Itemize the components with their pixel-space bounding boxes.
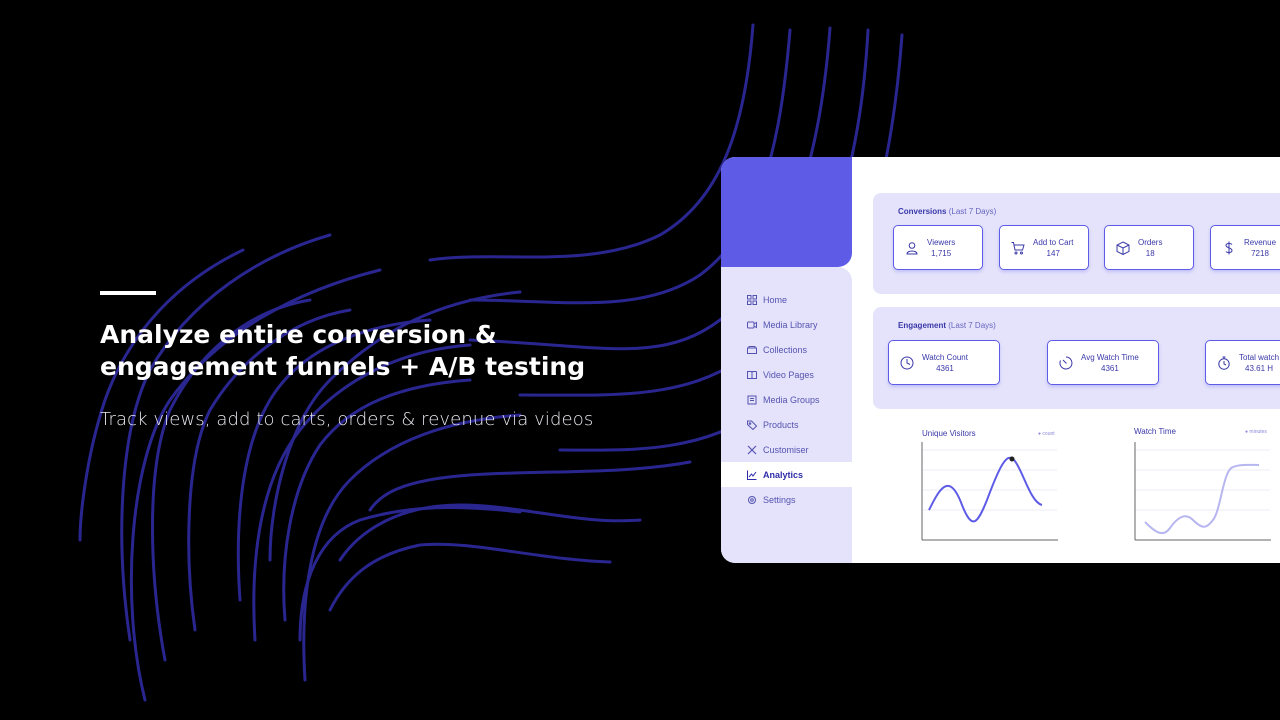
hero-headline-line1: Analyze entire conversion & (100, 320, 497, 349)
card-value: 4361 (936, 363, 954, 373)
sidebar-item-analytics[interactable]: Analytics (721, 462, 852, 487)
card-value: 1,715 (931, 248, 952, 258)
card-value: 18 (1145, 248, 1155, 258)
watch-time-legend: ● minutes (1245, 429, 1267, 435)
sidebar-item-customiser[interactable]: Customiser (721, 437, 852, 462)
app-mockup-window: Home Media Library Collections Video Pag… (721, 157, 1280, 563)
sidebar-item-collections[interactable]: Collections (721, 337, 852, 362)
folder-icon (747, 345, 757, 355)
tools-icon (747, 445, 757, 455)
sidebar-item-label: Media Library (763, 319, 818, 330)
video-icon (747, 320, 757, 330)
engagement-title-text: Engagement (898, 321, 947, 330)
unique-visitors-legend-label: count (1042, 431, 1055, 437)
unique-visitors-title: Unique Visitors (922, 429, 976, 438)
engagement-title: Engagement (Last 7 Days) (898, 321, 996, 330)
sidebar-item-label: Home (763, 294, 788, 305)
sidebar-item-media-library[interactable]: Media Library (721, 312, 852, 337)
sidebar-item-label: Settings (763, 494, 796, 505)
gear-icon (747, 495, 757, 505)
sidebar-item-home[interactable]: Home (721, 287, 852, 312)
sidebar-item-label: Analytics (763, 469, 804, 480)
card-label: Revenue (1244, 237, 1277, 247)
grid-icon (747, 294, 757, 305)
card-value: 147 (1046, 248, 1060, 258)
timer-icon (1059, 356, 1073, 370)
layers-icon (747, 395, 757, 405)
watch-time-title: Watch Time (1134, 427, 1176, 436)
conversions-title-text: Conversions (898, 207, 947, 216)
chart-icon (747, 470, 757, 480)
card-label: Total watch (1239, 352, 1280, 362)
tag-icon (747, 420, 757, 430)
sidebar-item-video-pages[interactable]: Video Pages (721, 362, 852, 387)
sidebar-header-block (721, 157, 852, 267)
watch-time-chart (1134, 442, 1271, 541)
conversions-period: (Last 7 Days) (948, 207, 997, 216)
sidebar-item-label: Customiser (763, 444, 809, 455)
hero-subtitle: Track views, add to carts, orders & reve… (100, 409, 594, 430)
watch-time-legend-label: minutes (1249, 429, 1267, 435)
card-value: 7218 (1251, 248, 1269, 258)
watch-time-line (1144, 463, 1260, 535)
card-label: Avg Watch Time (1081, 352, 1139, 362)
box-icon (1116, 240, 1130, 255)
card-label: Add to Cart (1033, 237, 1074, 247)
card-value: 4361 (1101, 363, 1119, 373)
card-value: 43.61 H (1245, 363, 1274, 373)
hero-section: Analyze entire conversion & engagement f… (100, 291, 660, 430)
clock-icon (900, 356, 914, 370)
sidebar-nav: Home Media Library Collections Video Pag… (721, 287, 852, 512)
engagement-period: (Last 7 Days) (948, 321, 996, 330)
conversions-title: Conversions (Last 7 Days) (898, 207, 996, 216)
sidebar-item-label: Video Pages (763, 369, 814, 380)
unique-visitors-chart (921, 442, 1058, 541)
dollar-icon (1222, 241, 1236, 255)
unique-visitors-legend: ● count (1038, 431, 1055, 437)
unique-visitors-peak-point (1009, 456, 1015, 462)
unique-visitors-line (928, 456, 1043, 523)
sidebar-item-settings[interactable]: Settings (721, 487, 852, 512)
stopwatch-icon (1217, 356, 1231, 370)
sidebar (721, 267, 852, 563)
hero-headline: Analyze entire conversion & engagement f… (100, 319, 660, 383)
user-icon (905, 241, 919, 255)
sidebar-item-label: Collections (763, 344, 808, 355)
card-label: Watch Count (922, 352, 968, 362)
sidebar-item-media-groups[interactable]: Media Groups (721, 387, 852, 412)
cart-icon (1011, 241, 1025, 255)
book-icon (747, 370, 757, 380)
hero-accent-bar (100, 291, 156, 295)
sidebar-item-products[interactable]: Products (721, 412, 852, 437)
sidebar-item-label: Products (763, 419, 799, 430)
sidebar-item-label: Media Groups (763, 394, 820, 405)
hero-headline-line2: engagement funnels + A/B testing (100, 352, 586, 381)
card-label: Viewers (927, 237, 956, 247)
card-label: Orders (1138, 237, 1163, 247)
